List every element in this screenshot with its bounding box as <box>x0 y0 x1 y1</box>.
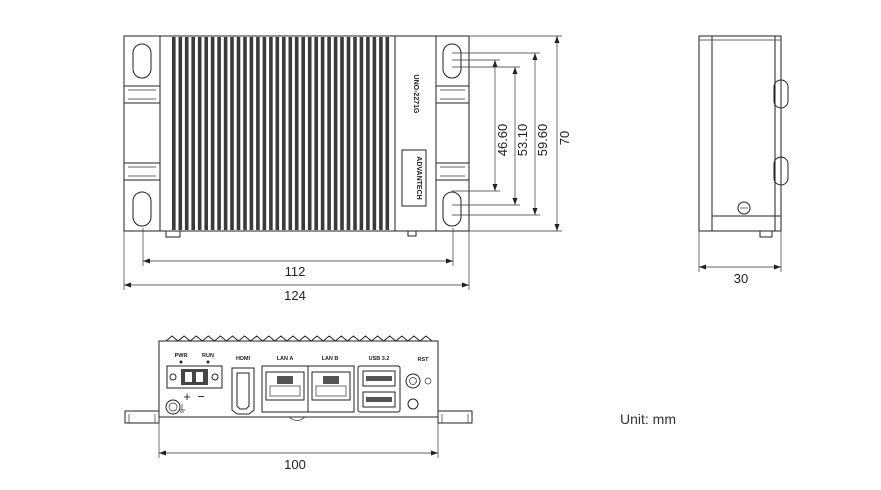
heatsink-fin <box>346 37 351 230</box>
heatsink-fin <box>366 37 370 230</box>
usb-label: USB 3.2 <box>369 356 390 362</box>
mount-slot <box>442 43 462 79</box>
ground-screw-icon <box>165 399 181 415</box>
heatsink-fin <box>236 37 241 230</box>
dim-70: 70 <box>557 131 572 145</box>
heatsink-fin <box>172 37 176 230</box>
heatsink-fin <box>353 37 357 230</box>
hdmi-port <box>231 367 255 415</box>
heatsink-fin <box>262 37 267 230</box>
rst-label: RST <box>418 357 430 363</box>
lan-a-port <box>261 365 309 413</box>
heatsink-fin <box>301 37 305 230</box>
run-label: RUN <box>202 353 214 359</box>
unit-label: Unit: mm <box>620 411 676 427</box>
lan-b-port <box>307 365 355 413</box>
heatsink-fin <box>269 37 273 230</box>
heatsink-profile <box>165 335 433 342</box>
heatsink-fin <box>314 37 318 230</box>
bracket-tab <box>435 162 470 181</box>
heatsink-fin <box>191 37 195 230</box>
heatsink-fin <box>230 37 234 230</box>
heatsink-fin <box>197 37 202 230</box>
lan-a-label: LAN A <box>277 356 294 362</box>
plus-label: + <box>183 389 191 404</box>
usb-port <box>357 365 401 413</box>
heatsink-fin <box>333 37 338 230</box>
brand-label: ADVANTECH <box>415 156 422 199</box>
dim-100: 100 <box>284 457 306 472</box>
heatsink-fin <box>327 37 331 230</box>
bracket-tab <box>123 162 161 181</box>
model-label: UNO-2271G <box>412 75 419 114</box>
bracket-tab <box>123 85 161 104</box>
heatsink-fin <box>223 37 228 230</box>
side-view: 30 <box>698 35 789 286</box>
heatsink-fin <box>288 37 293 230</box>
heatsink-fin <box>210 37 215 230</box>
dim-112: 112 <box>285 264 306 279</box>
heatsink-fin <box>340 37 344 230</box>
heatsink-fin <box>204 37 208 230</box>
mount-slot <box>132 191 152 227</box>
heatsink-fin <box>307 37 312 230</box>
heatsink-fin <box>379 37 383 230</box>
dim-46-60: 46.60 <box>495 124 510 157</box>
dim-53-10: 53.10 <box>515 124 530 157</box>
heatsink-fin <box>249 37 254 230</box>
top-view: ADVANTECH UNO-2271G 112 124 <box>123 35 572 303</box>
bracket-tab <box>435 85 470 104</box>
heatsink-fins <box>172 37 390 230</box>
dim-59-60: 59.60 <box>535 124 550 157</box>
heatsink-fin <box>217 37 221 230</box>
heatsink-fin <box>385 37 390 230</box>
minus-label: − <box>197 389 205 404</box>
heatsink-fin <box>243 37 247 230</box>
dim-124: 124 <box>284 288 306 303</box>
heatsink-fin <box>359 37 364 230</box>
lan-b-label: LAN B <box>322 356 339 362</box>
heatsink-fin <box>184 37 189 230</box>
screw-icon <box>737 201 751 215</box>
heatsink-fin <box>178 37 183 230</box>
heatsink-fin <box>256 37 260 230</box>
mount-slot <box>132 43 152 79</box>
heatsink-fin <box>275 37 280 230</box>
hdmi-label: HDMI <box>236 356 251 362</box>
pwr-label: PWR <box>175 353 188 359</box>
reset-button-icon <box>405 373 421 389</box>
power-terminal: + − <box>166 365 223 404</box>
dim-30: 30 <box>734 271 748 286</box>
mount-slot <box>442 191 462 227</box>
heatsink-fin <box>282 37 286 230</box>
heatsink-fin <box>372 37 377 230</box>
heatsink-fin <box>320 37 325 230</box>
heatsink-fin <box>294 37 299 230</box>
front-view: PWR RUN HDMI LAN A LAN B USB 3.2 RST + − <box>124 335 473 472</box>
